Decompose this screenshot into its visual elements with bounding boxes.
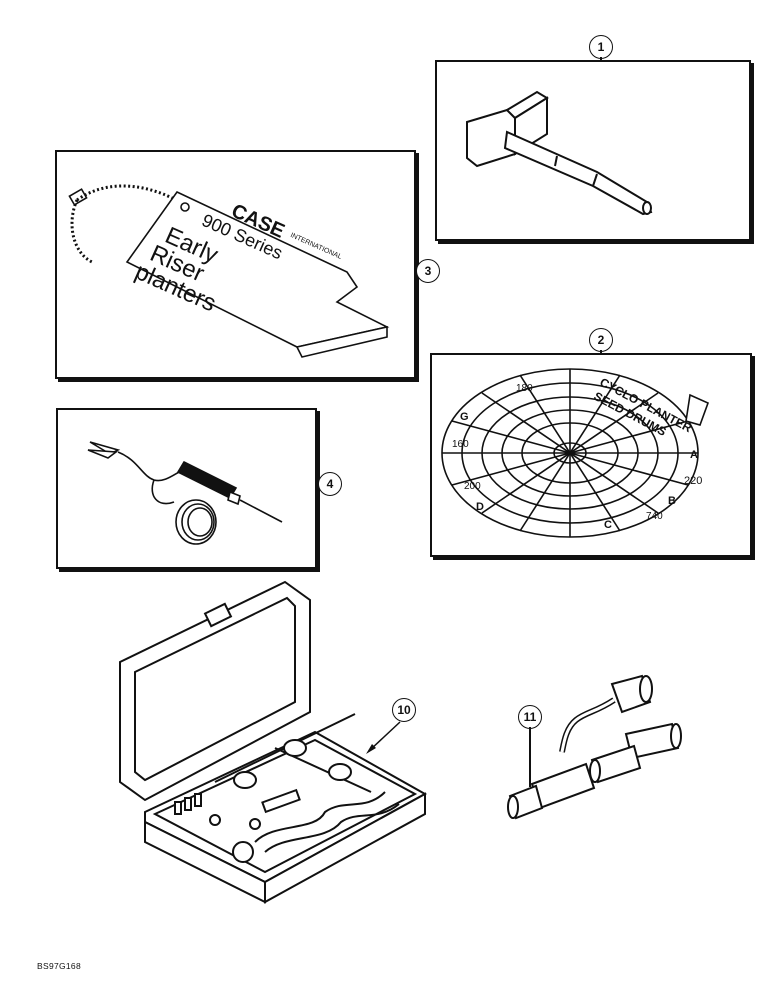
chart-label-180: 180 (516, 383, 533, 394)
chart-label-c: C (604, 519, 612, 531)
callout-2: 2 (589, 328, 613, 352)
leader-11 (529, 727, 531, 787)
callout-10: 10 (392, 698, 416, 722)
chart-label-200: 200 (464, 481, 481, 492)
test-light-icon (87, 441, 283, 545)
chart-label-a: A (690, 449, 698, 461)
tester-kit-case-icon (119, 580, 428, 904)
leader-1 (600, 57, 602, 61)
callout-1: 1 (589, 35, 613, 59)
chart-label-b: B (668, 495, 676, 507)
tool-panel-1 (435, 60, 751, 241)
tool-panel-3: CASE INTERNATIONAL 900 Series Early Rise… (55, 150, 416, 379)
leader-10 (366, 721, 401, 754)
tool-panel-2: CYCLO PLANTER SEED DRUMS A B C D G 220 1… (430, 353, 752, 557)
chart-label-d: D (476, 501, 484, 513)
pin-removal-tool-icon (466, 90, 653, 216)
callout-11: 11 (518, 705, 542, 729)
chart-label-g: G (460, 411, 469, 423)
callout-3: 3 (416, 259, 440, 283)
figure-code: BS97G168 (37, 961, 81, 971)
gauge-tag-icon (68, 184, 390, 358)
tool-panel-4 (56, 408, 317, 569)
leader-2 (600, 350, 602, 354)
chart-label-220: 220 (684, 475, 703, 487)
harness-adapter-icon (507, 674, 682, 820)
callout-4: 4 (318, 472, 342, 496)
seed-drum-chart-icon (441, 368, 710, 538)
chart-label-160: 160 (452, 439, 469, 450)
chart-label-740: 740 (646, 511, 663, 522)
